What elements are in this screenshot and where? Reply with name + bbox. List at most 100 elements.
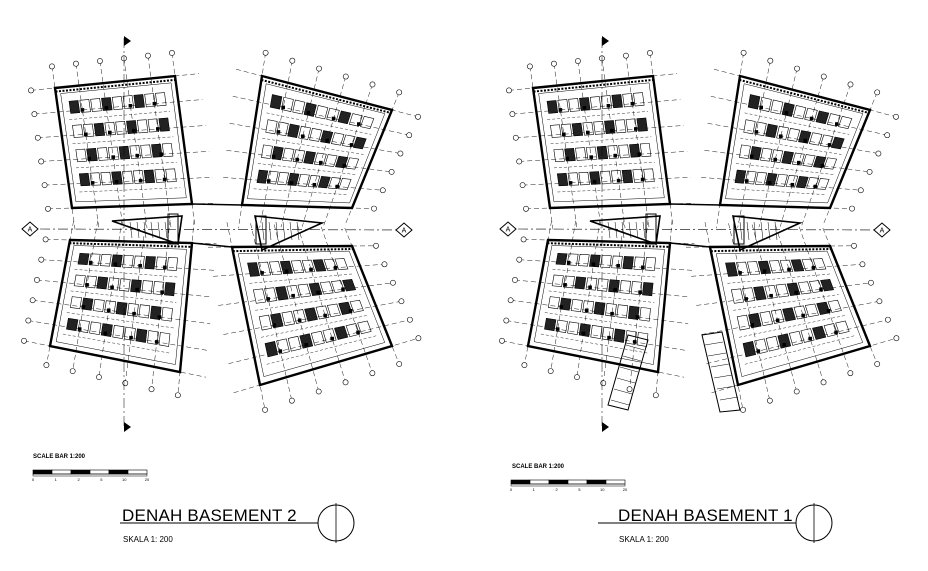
grid-bubble xyxy=(516,256,523,263)
grid-bubble xyxy=(43,362,50,368)
grid-bubble xyxy=(342,379,349,386)
grid-bubble xyxy=(396,361,403,367)
grid-bubble xyxy=(626,386,633,393)
grid-bubble xyxy=(369,81,376,88)
grid-bubble xyxy=(740,49,747,56)
scale-bar-tick: 5 xyxy=(578,487,581,492)
wing-bottom-left xyxy=(526,238,672,374)
scale-bar-tick: 2 xyxy=(555,487,558,492)
wing-bottom-right xyxy=(230,244,394,387)
grid-bubble xyxy=(316,65,322,72)
grid-bubble xyxy=(520,236,527,243)
grid-bubble xyxy=(506,87,512,94)
grid-bubble xyxy=(315,388,322,395)
grid-bubble xyxy=(169,50,175,56)
scale-bar-tick: 20 xyxy=(623,487,628,492)
grid-bubble xyxy=(884,132,891,139)
grid-bubble xyxy=(857,187,864,194)
grid-bubble xyxy=(38,158,45,165)
grid-bubble xyxy=(289,57,296,64)
grid-bubble xyxy=(868,279,874,286)
wing-top-left xyxy=(53,74,194,210)
grid-bubble xyxy=(41,182,48,189)
grid-bubble xyxy=(21,337,27,344)
grid-bubble xyxy=(551,60,557,67)
scale-bar-tick: 0 xyxy=(32,477,35,482)
drawing-title-basement-1: DENAH BASEMENT 1 xyxy=(618,506,793,525)
wing-bottom-right xyxy=(708,244,872,387)
grid-bubble xyxy=(507,297,514,304)
grid-bubble xyxy=(499,337,505,344)
grid-bubble xyxy=(519,182,526,189)
grid-bubble xyxy=(369,370,376,377)
grid-bubble xyxy=(874,89,881,96)
grid-bubble xyxy=(406,132,413,139)
grid-bubble xyxy=(512,134,519,141)
grid-bubble xyxy=(390,279,396,286)
grid-bubble xyxy=(96,374,102,381)
grid-bubble xyxy=(42,236,49,243)
scale-bar-tick: 20 xyxy=(145,477,150,482)
grid-bubble xyxy=(415,335,422,342)
grid-bubble xyxy=(262,406,268,413)
grid-bubble xyxy=(793,388,800,395)
grid-bubble xyxy=(288,397,295,404)
grid-bubble xyxy=(509,111,516,117)
scale-bar-label-basement-1: SCALE BAR 1:200 xyxy=(512,464,565,470)
grid-bubble xyxy=(847,81,854,88)
scale-bar-tick: 5 xyxy=(100,477,103,482)
grid-bubble xyxy=(512,277,518,283)
grid-bubble xyxy=(371,205,377,212)
drawing-scale-basement-2: SKALA 1: 200 xyxy=(123,535,173,544)
vehicle-ramp xyxy=(607,331,741,413)
grid-bubble xyxy=(373,242,379,249)
wing-bottom-left xyxy=(48,238,194,374)
title-block xyxy=(598,503,833,543)
grid-bubble xyxy=(575,58,581,64)
grid-bubble xyxy=(547,368,554,375)
grid-bubble xyxy=(49,63,55,70)
wing-top-left xyxy=(531,74,672,210)
grid-bubble xyxy=(174,392,181,399)
grid-bubble xyxy=(847,370,854,377)
grid-bubble xyxy=(25,317,32,324)
section-marker-label: A xyxy=(402,228,407,235)
grid-bubble xyxy=(388,168,395,175)
grid-bubble xyxy=(574,374,580,381)
central-core xyxy=(589,75,804,252)
drawing-title-basement-2: DENAH BASEMENT 2 xyxy=(122,506,297,525)
grid-bubble xyxy=(379,187,386,194)
scale-bar-label-basement-2: SCALE BAR 1:200 xyxy=(33,454,86,460)
drawing-scale-basement-1: SKALA 1: 200 xyxy=(619,535,669,544)
central-core xyxy=(111,75,326,252)
grid-bubble xyxy=(652,392,659,399)
grid-bubble xyxy=(527,63,533,70)
grid-bubble xyxy=(851,242,857,249)
grid-bubble xyxy=(521,362,528,368)
scale-bar-tick: 0 xyxy=(510,487,513,492)
grid-bubble xyxy=(849,205,855,212)
grid-bubble xyxy=(407,316,413,323)
scale-bar: 0 1 2 5 10 20 xyxy=(510,479,628,492)
grid-bubble xyxy=(503,317,510,324)
scale-bar-tick: 10 xyxy=(122,477,127,482)
grid-bubble xyxy=(866,168,873,175)
scale-bar-tick: 1 xyxy=(533,487,536,492)
grid-bubble xyxy=(767,57,774,64)
grid-bubble xyxy=(415,113,421,120)
scale-bar-tick: 10 xyxy=(600,487,605,492)
grid-bubble xyxy=(148,386,155,393)
grid-bubble xyxy=(875,150,882,157)
grid-bubble xyxy=(523,205,529,212)
grid-bubble xyxy=(893,335,900,342)
grid-bubble xyxy=(623,52,629,59)
grid-bubble xyxy=(28,87,34,94)
grid-bubble xyxy=(38,256,45,263)
grid-bubble xyxy=(874,361,881,367)
grid-bubble xyxy=(600,380,607,387)
grid-bubble xyxy=(97,58,103,64)
